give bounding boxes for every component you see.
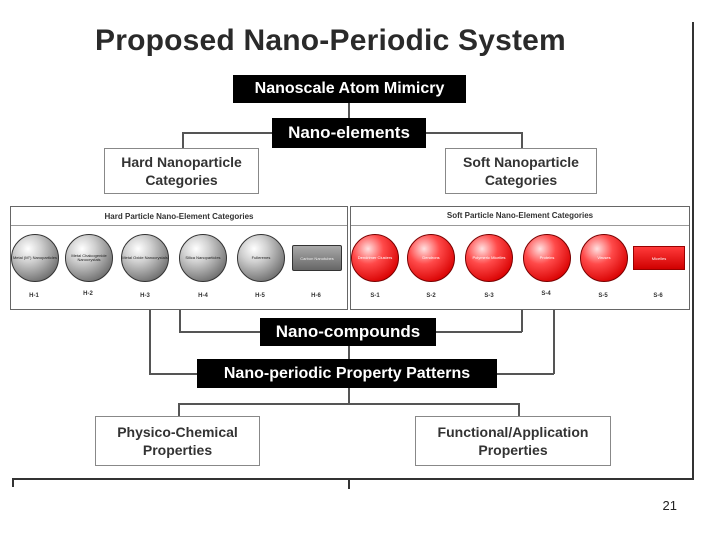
soft-code-label: S-4 <box>541 291 551 297</box>
connector <box>521 310 523 332</box>
right-divider <box>692 22 694 480</box>
connector <box>179 310 181 332</box>
connector <box>521 132 523 148</box>
soft-particle-sphere: Proteins <box>523 234 571 282</box>
connector <box>553 310 555 374</box>
page-number: 21 <box>662 498 677 513</box>
hard-code-label: H-5 <box>255 293 265 299</box>
nanoscale-atom-mimicry-box: Nanoscale Atom Mimicry <box>233 75 466 103</box>
soft-particle-sphere: Dendrimer Clusters <box>351 234 399 282</box>
connector <box>149 373 197 375</box>
connector <box>179 331 260 333</box>
connector <box>518 403 520 417</box>
hard-code-label: H-4 <box>198 293 208 299</box>
connector <box>436 331 522 333</box>
soft-nanoparticle-categories-box: Soft Nanoparticle Categories <box>445 148 597 194</box>
connector <box>497 373 554 375</box>
panel-divider <box>11 225 347 226</box>
connector <box>348 388 350 404</box>
micelle-shape: Micelles <box>633 246 685 270</box>
hard-code-label: H-3 <box>140 293 150 299</box>
hard-particle-sphere: Metal Oxide Nanocrystals <box>121 234 169 282</box>
connector <box>182 132 272 134</box>
functional-application-properties-box: Functional/Application Properties <box>415 416 611 466</box>
nano-elements-box: Nano-elements <box>272 118 426 148</box>
soft-particle-sphere: Dendrons <box>407 234 455 282</box>
page-title: Proposed Nano-Periodic System <box>95 24 566 57</box>
left-stub <box>12 479 14 487</box>
hard-particle-sphere: Silica Nanoparticles <box>179 234 227 282</box>
hard-panel-header: Hard Particle Nano-Element Categories <box>104 212 254 221</box>
nano-compounds-box: Nano-compounds <box>260 318 436 346</box>
soft-particle-sphere: Viruses <box>580 234 628 282</box>
soft-code-label: S-1 <box>370 293 380 299</box>
connector <box>426 132 522 134</box>
hard-code-label: H-2 <box>83 291 93 297</box>
hard-nanoparticle-categories-box: Hard Nanoparticle Categories <box>104 148 259 194</box>
soft-code-label: S-6 <box>653 293 663 299</box>
connector <box>348 103 350 118</box>
nano-periodic-property-patterns-box: Nano-periodic Property Patterns <box>197 359 497 388</box>
soft-code-label: S-3 <box>484 293 494 299</box>
hard-code-label: H-1 <box>29 293 39 299</box>
soft-code-label: S-5 <box>598 293 608 299</box>
hard-code-label: H-6 <box>311 293 321 299</box>
panel-divider <box>351 225 689 226</box>
connector <box>178 403 180 417</box>
hard-particle-sphere: Metal (M°) Nanoparticles <box>11 234 59 282</box>
hard-particle-sphere: Fullerenes <box>237 234 285 282</box>
soft-panel-header: Soft Particle Nano-Element Categories <box>446 211 594 220</box>
connector <box>149 310 151 374</box>
connector <box>348 346 350 359</box>
soft-code-label: S-2 <box>426 293 436 299</box>
bottom-rule <box>12 478 694 480</box>
connector <box>178 403 520 405</box>
soft-particle-sphere: Polymeric Micelles <box>465 234 513 282</box>
carbon-nanotube-shape: Carbon Nanotubes <box>292 245 342 271</box>
center-stub <box>348 479 350 489</box>
connector <box>182 132 184 148</box>
hard-particle-sphere: Metal Chalcogenide Nanocrystals <box>65 234 113 282</box>
physico-chemical-properties-box: Physico-Chemical Properties <box>95 416 260 466</box>
